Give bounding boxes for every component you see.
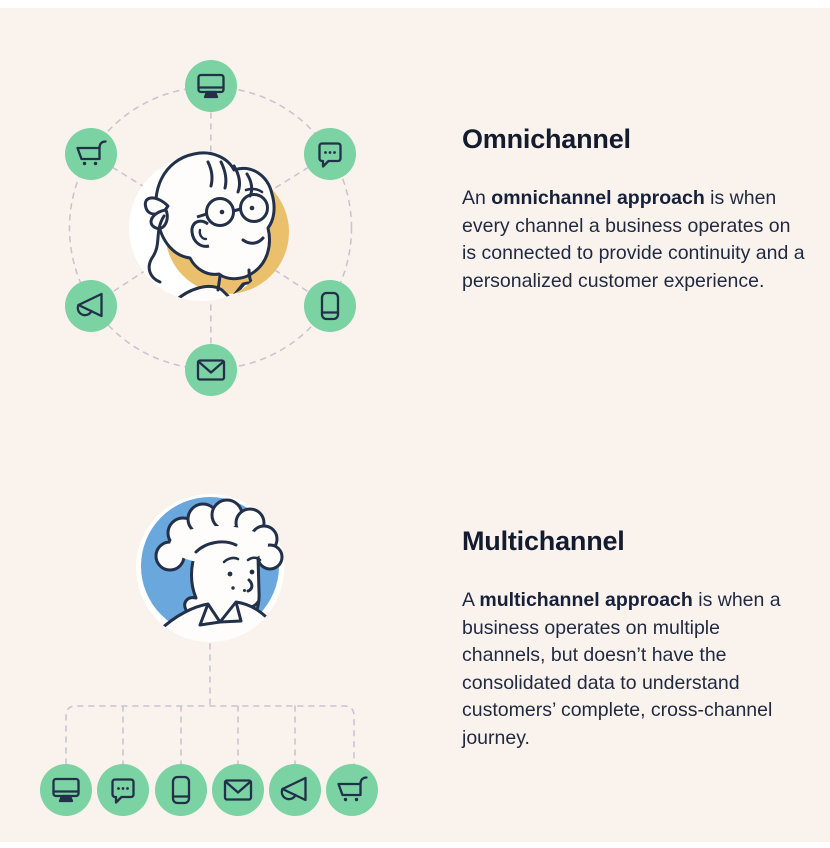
omnichannel-body-rest: is when every channel a business operate…	[462, 187, 805, 292]
multichannel-body-prefix: A	[462, 589, 480, 611]
desktop-channel	[40, 764, 92, 816]
multichannel-body-bold: multichannel approach	[479, 589, 693, 611]
omnichannel-heading: Omnichannel	[462, 124, 631, 154]
multichannel-heading: Multichannel	[462, 526, 625, 556]
chat-channel	[97, 764, 149, 816]
email-channel	[212, 764, 264, 816]
cart-channel	[65, 128, 117, 180]
omnichannel-graphic	[65, 60, 356, 396]
top-edge-strip	[0, 0, 830, 8]
multichannel-text-block: Multichannel A multichannel approach is …	[462, 524, 807, 752]
hair-bow	[143, 196, 170, 230]
desktop-channel	[185, 60, 237, 112]
multichannel-dashed-tree	[65, 643, 355, 765]
multichannel-graphic	[40, 494, 378, 816]
omnichannel-description: An omnichannel approach is when every ch…	[462, 185, 807, 295]
omnichannel-body-bold: omnichannel approach	[491, 187, 705, 209]
multichannel-description: A multichannel approach is when a busine…	[462, 587, 807, 752]
megaphone-channel	[269, 764, 321, 816]
email-channel	[185, 344, 237, 396]
omnichannel-channel-icons	[65, 60, 356, 396]
cart-channel	[326, 764, 378, 816]
omnichannel-body-prefix: An	[462, 187, 492, 209]
multichannel-channel-icons	[40, 764, 378, 816]
glasses	[196, 193, 269, 227]
mobile-channel	[155, 764, 207, 816]
omnichannel-text-block: Omnichannel An omnichannel approach is w…	[462, 122, 807, 295]
customer-portrait-woman	[129, 151, 289, 301]
customer-portrait-man	[136, 494, 284, 642]
megaphone-channel	[65, 280, 117, 332]
curly-hair	[154, 498, 284, 572]
bottom-edge-strip	[0, 842, 830, 848]
multichannel-body-rest: is when a business operates on multiple …	[462, 589, 781, 749]
chat-channel	[304, 128, 356, 180]
mobile-channel	[304, 280, 356, 332]
